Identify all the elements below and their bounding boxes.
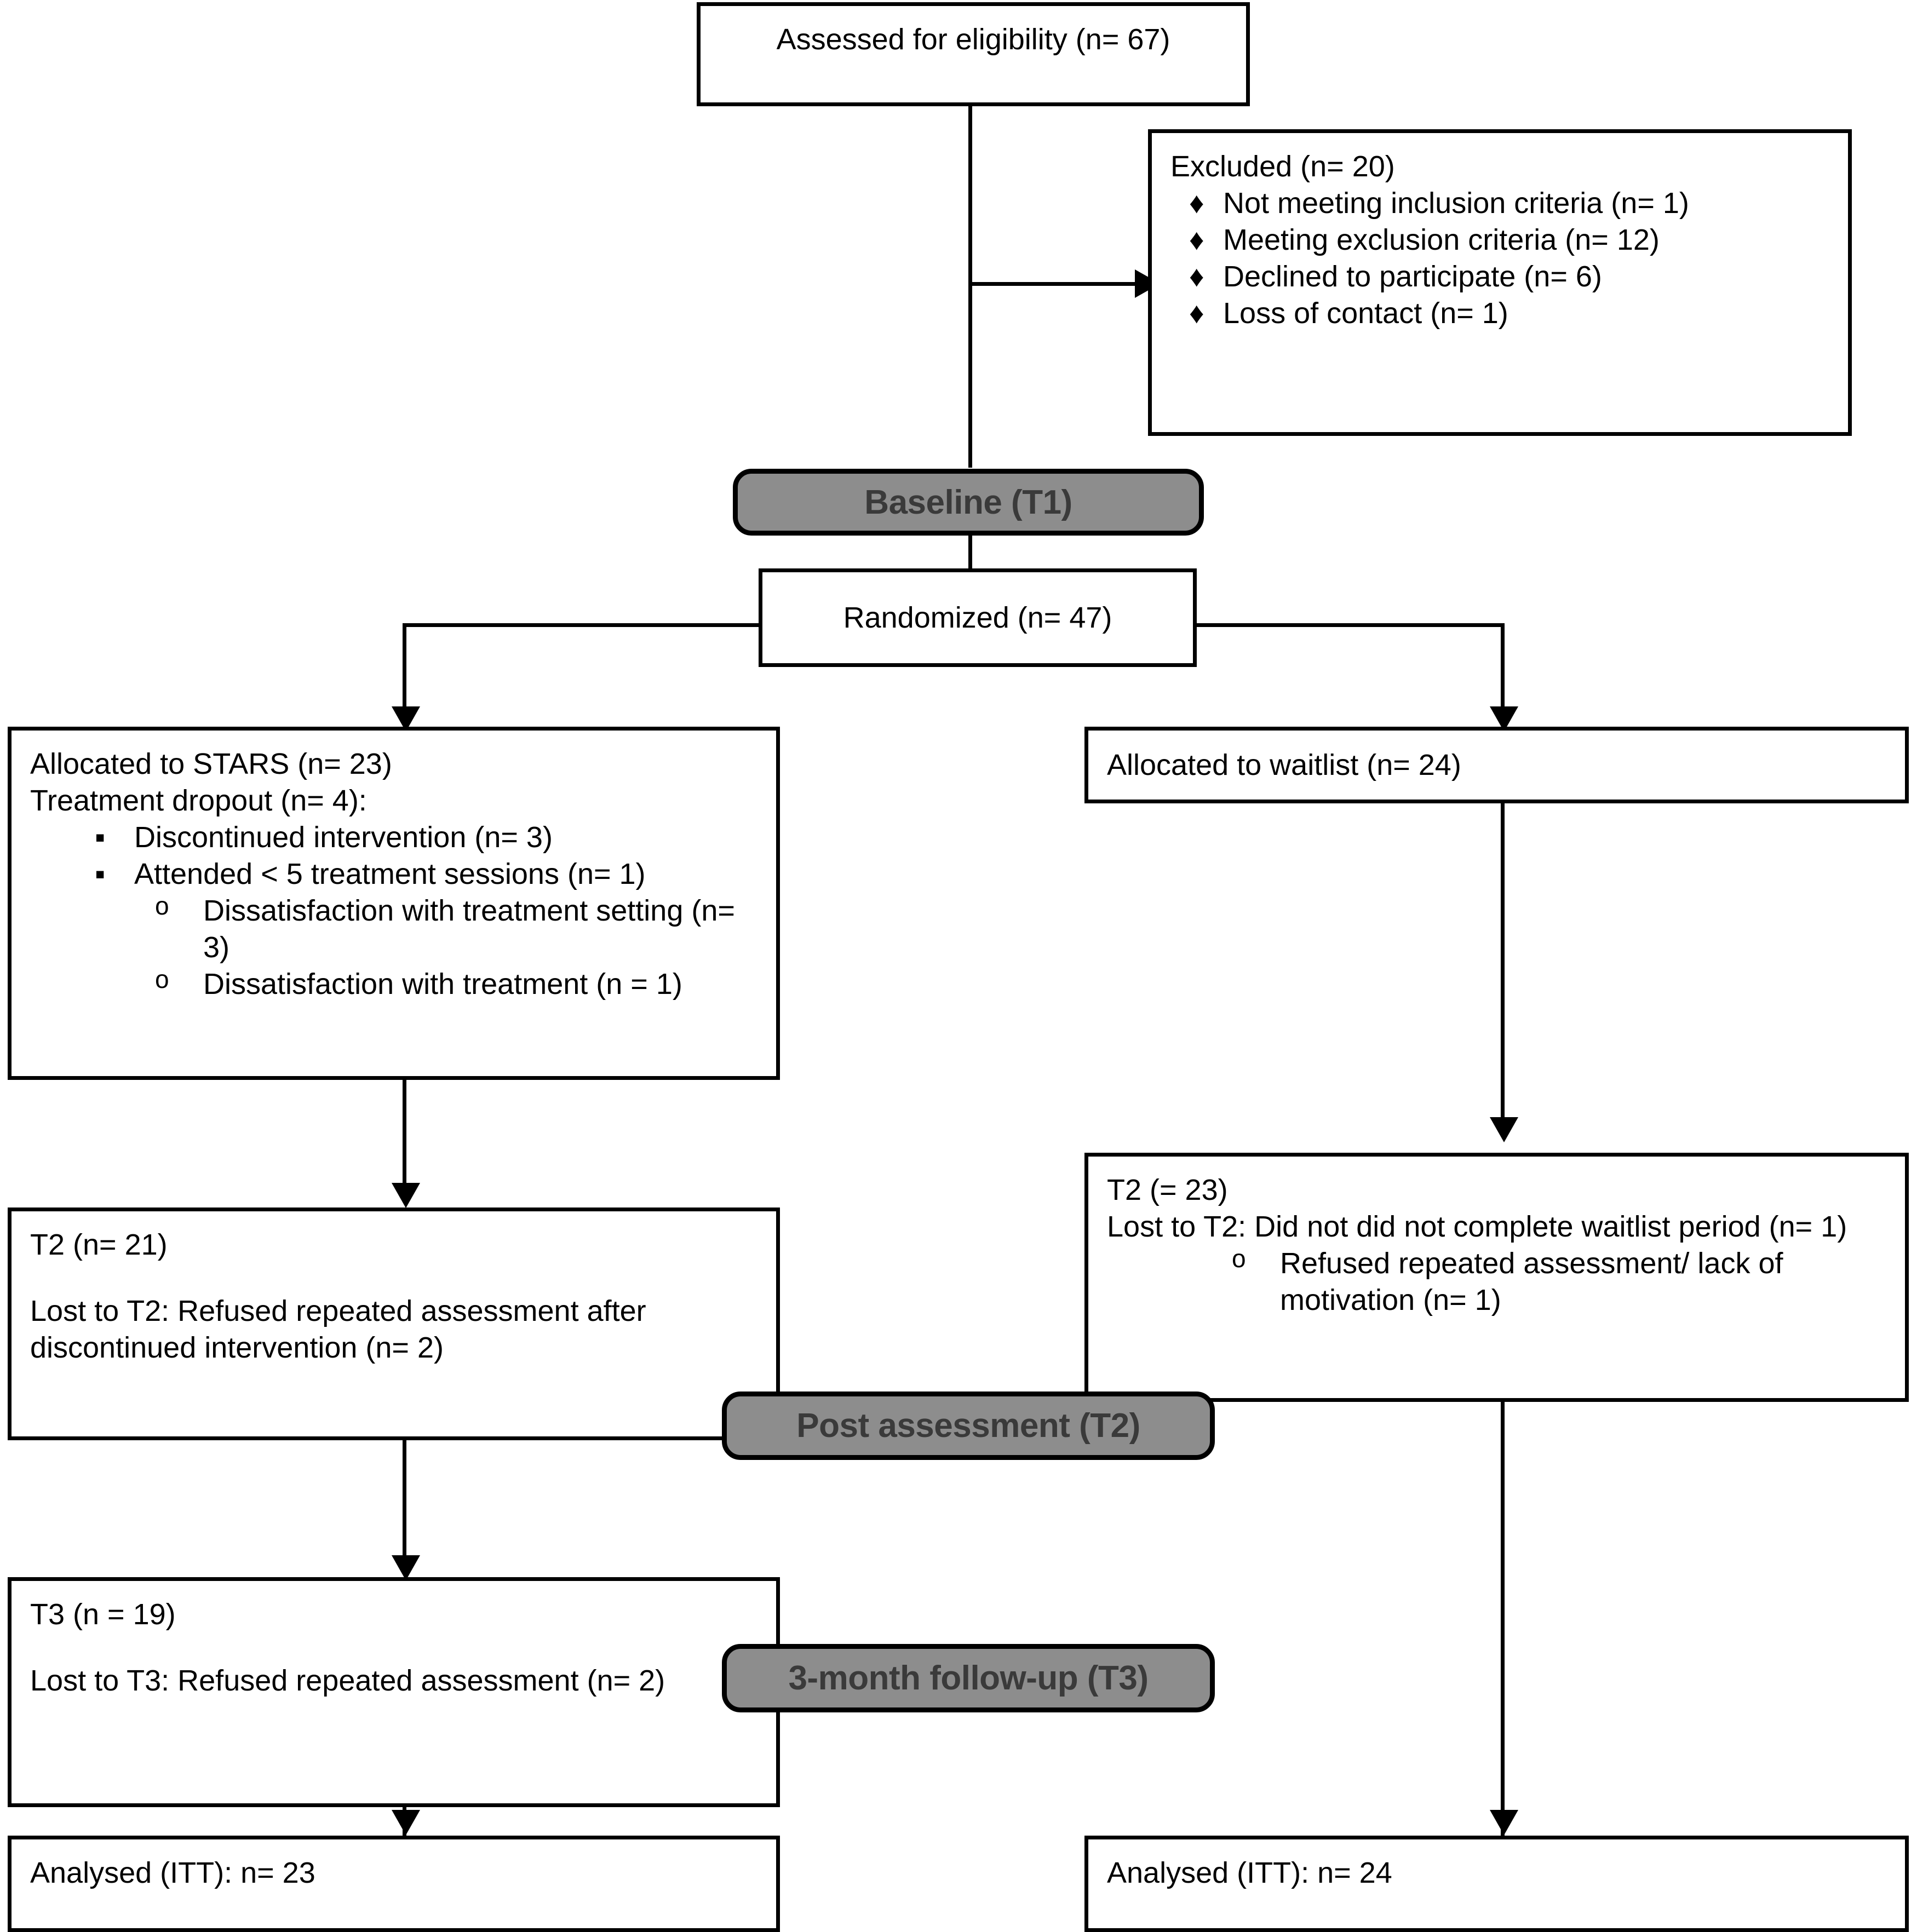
analysed-left-label: Analysed (ITT): n= 23	[30, 1856, 315, 1889]
alloc-left-line2: Treatment dropout (n= 4):	[30, 784, 367, 817]
diamond-bullet-icon: ♦	[1189, 186, 1204, 220]
list-item-label: Dissatisfaction with treatment setting (…	[203, 894, 735, 964]
alloc-left-sublist: o Dissatisfaction with treatment setting…	[30, 891, 757, 1003]
alloc-right-label: Allocated to waitlist (n= 24)	[1107, 748, 1461, 781]
list-item: o Dissatisfaction with treatment setting…	[30, 891, 757, 966]
circle-bullet-icon: o	[155, 891, 169, 920]
connector-randomized-left-down	[403, 623, 406, 717]
t3-left-spacer	[30, 1633, 757, 1663]
node-t3-left: T3 (n = 19) Lost to T3: Refused repeated…	[8, 1577, 780, 1807]
node-t2-left: T2 (n= 21) Lost to T2: Refused repeated …	[8, 1208, 780, 1440]
arrow-to-t2-left	[392, 1183, 420, 1208]
list-item: ♦ Not meeting inclusion criteria (n= 1)	[1170, 185, 1829, 222]
node-allocated-stars: Allocated to STARS (n= 23) Treatment dro…	[8, 727, 780, 1080]
list-item-label: Not meeting inclusion criteria (n= 1)	[1223, 186, 1689, 220]
square-bullet-icon: ▪	[95, 857, 106, 890]
list-item: ▪ Attended < 5 treatment sessions (n= 1)	[30, 856, 757, 893]
stage-pill-followup: 3-month follow-up (T3)	[722, 1644, 1215, 1712]
circle-bullet-icon: o	[1232, 1244, 1246, 1273]
arrow-to-t3-left	[392, 1555, 420, 1580]
excluded-list: ♦ Not meeting inclusion criteria (n= 1) …	[1170, 185, 1829, 332]
excluded-heading: Excluded (n= 20)	[1170, 150, 1395, 183]
node-randomized: Randomized (n= 47)	[759, 568, 1197, 667]
t3-left-line2: Lost to T3: Refused repeated assessment …	[30, 1664, 665, 1697]
t2-right-sublist: o Refused repeated assessment/ lack of m…	[1107, 1244, 1886, 1319]
t3-left-line1: T3 (n = 19)	[30, 1598, 176, 1631]
t2-left-spacer	[30, 1263, 757, 1293]
alloc-left-line1: Allocated to STARS (n= 23)	[30, 748, 392, 780]
node-analysed-left: Analysed (ITT): n= 23	[8, 1836, 780, 1932]
list-item: o Refused repeated assessment/ lack of m…	[1107, 1244, 1886, 1319]
circle-bullet-icon: o	[155, 964, 169, 993]
analysed-right-label: Analysed (ITT): n= 24	[1107, 1856, 1392, 1889]
list-item-label: Meeting exclusion criteria (n= 12)	[1223, 223, 1660, 256]
node-t2-right: T2 (= 23) Lost to T2: Did not did not co…	[1084, 1153, 1909, 1402]
connector-randomized-right-down	[1501, 623, 1505, 717]
list-item: ▪ Discontinued intervention (n= 3)	[30, 819, 757, 856]
connector-allocright-to-t2right	[1501, 803, 1505, 1129]
list-item: o Dissatisfaction with treatment (n = 1)	[30, 964, 757, 1003]
arrow-to-analysed-left	[392, 1810, 420, 1835]
stage-pill-post-assessment: Post assessment (T2)	[722, 1392, 1215, 1460]
connector-t2right-to-analysed-right	[1501, 1402, 1505, 1836]
connector-assessed-to-excluded	[968, 282, 1139, 286]
list-item-label: Refused repeated assessment/ lack of mot…	[1280, 1246, 1783, 1316]
arrow-to-t2-right	[1490, 1117, 1518, 1142]
diamond-bullet-icon: ♦	[1189, 223, 1204, 256]
t2-right-line1: T2 (= 23)	[1107, 1174, 1228, 1206]
node-assessed-for-eligibility: Assessed for eligibility (n= 67)	[697, 2, 1250, 106]
square-bullet-icon: ▪	[95, 820, 106, 854]
stage-pill-post-assessment-label: Post assessment (T2)	[796, 1407, 1140, 1445]
list-item-label: Loss of contact (n= 1)	[1223, 296, 1508, 330]
list-item-label: Discontinued intervention (n= 3)	[134, 820, 553, 854]
connector-randomized-left	[403, 623, 761, 627]
t2-left-line1: T2 (n= 21)	[30, 1228, 168, 1261]
arrow-to-analysed-right	[1490, 1810, 1518, 1835]
connector-randomized-right	[1195, 623, 1505, 627]
stage-pill-baseline-label: Baseline (T1)	[864, 483, 1072, 521]
alloc-left-list: ▪ Discontinued intervention (n= 3) ▪ Att…	[30, 819, 757, 893]
list-item-label: Declined to participate (n= 6)	[1223, 260, 1602, 293]
diamond-bullet-icon: ♦	[1189, 296, 1204, 330]
stage-pill-baseline: Baseline (T1)	[733, 469, 1204, 536]
node-allocated-waitlist: Allocated to waitlist (n= 24)	[1084, 727, 1909, 803]
connector-baseline-to-randomized	[968, 536, 972, 568]
diamond-bullet-icon: ♦	[1189, 260, 1204, 293]
connector-assessed-to-baseline	[968, 106, 972, 468]
list-item-label: Attended < 5 treatment sessions (n= 1)	[134, 857, 646, 890]
randomized-label: Randomized (n= 47)	[843, 601, 1112, 634]
list-item: ♦ Meeting exclusion criteria (n= 12)	[1170, 222, 1829, 258]
t2-left-line2: Lost to T2: Refused repeated assessment …	[30, 1294, 655, 1364]
list-item: ♦ Declined to participate (n= 6)	[1170, 258, 1829, 295]
stage-pill-followup-label: 3-month follow-up (T3)	[788, 1659, 1149, 1697]
connector-allocleft-to-t2left	[403, 1080, 406, 1196]
list-item-label: Dissatisfaction with treatment (n = 1)	[203, 967, 682, 1001]
t2-right-line2: Lost to T2: Did not did not complete wai…	[1107, 1210, 1847, 1243]
list-item: ♦ Loss of contact (n= 1)	[1170, 295, 1829, 332]
assessed-label: Assessed for eligibility (n= 67)	[776, 23, 1170, 56]
node-excluded: Excluded (n= 20) ♦ Not meeting inclusion…	[1148, 129, 1852, 436]
connector-t2left-to-t3left	[403, 1440, 406, 1569]
node-analysed-right: Analysed (ITT): n= 24	[1084, 1836, 1909, 1932]
